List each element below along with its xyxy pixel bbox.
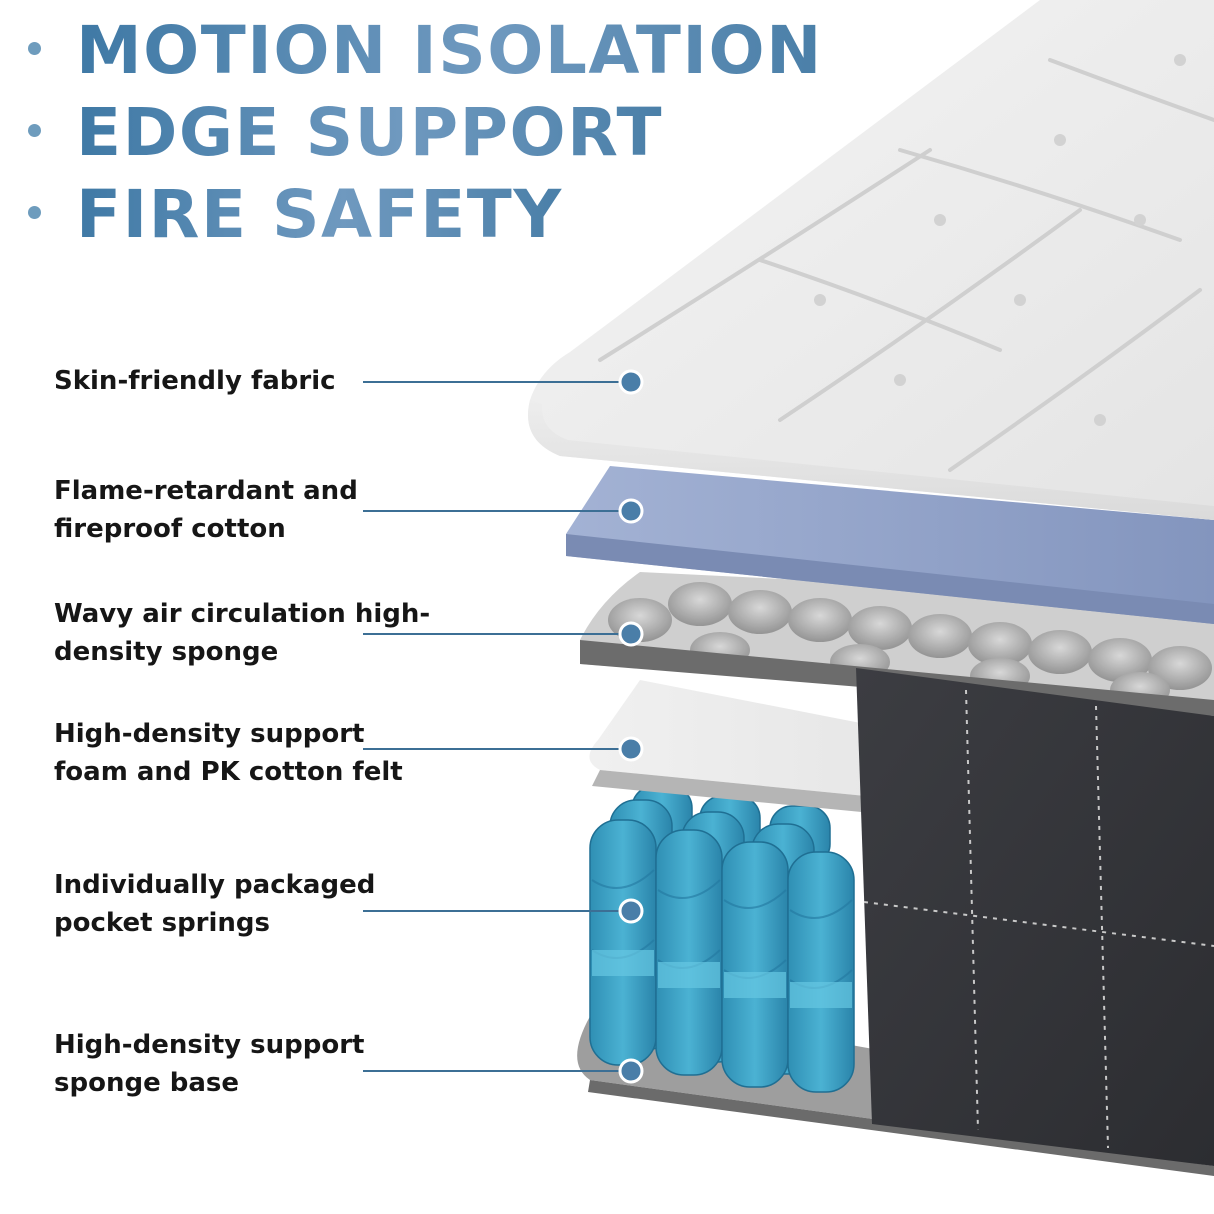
mattress-side-panel xyxy=(856,668,1214,1166)
layer-label-fire-cotton: Flame-retardant and fireproof cotton xyxy=(54,476,358,544)
headline-motion-isolation: MOTION ISOLATION xyxy=(76,12,823,89)
headline-edge-support: EDGE SUPPORT xyxy=(76,94,663,171)
bullet-dot xyxy=(28,206,41,219)
callout-dots xyxy=(618,369,644,1084)
headline-list: MOTION ISOLATION EDGE SUPPORT FIRE SAFET… xyxy=(0,0,823,260)
callout-lines xyxy=(363,381,631,1072)
bullet-dot xyxy=(28,124,41,137)
layer-label-sponge-base: High-density support sponge base xyxy=(54,1030,365,1098)
bullet-dot xyxy=(28,42,41,55)
layer-label-skin-fabric: Skin-friendly fabric xyxy=(54,366,336,396)
layer-label-pocket-springs: Individually packaged pocket springs xyxy=(54,870,376,938)
layer-label-wavy-sponge: Wavy air circulation high- density spong… xyxy=(54,599,431,667)
layer-label-support-foam: High-density support foam and PK cotton … xyxy=(54,719,403,787)
headline-fire-safety: FIRE SAFETY xyxy=(76,176,563,253)
pocket-springs xyxy=(589,785,855,1093)
